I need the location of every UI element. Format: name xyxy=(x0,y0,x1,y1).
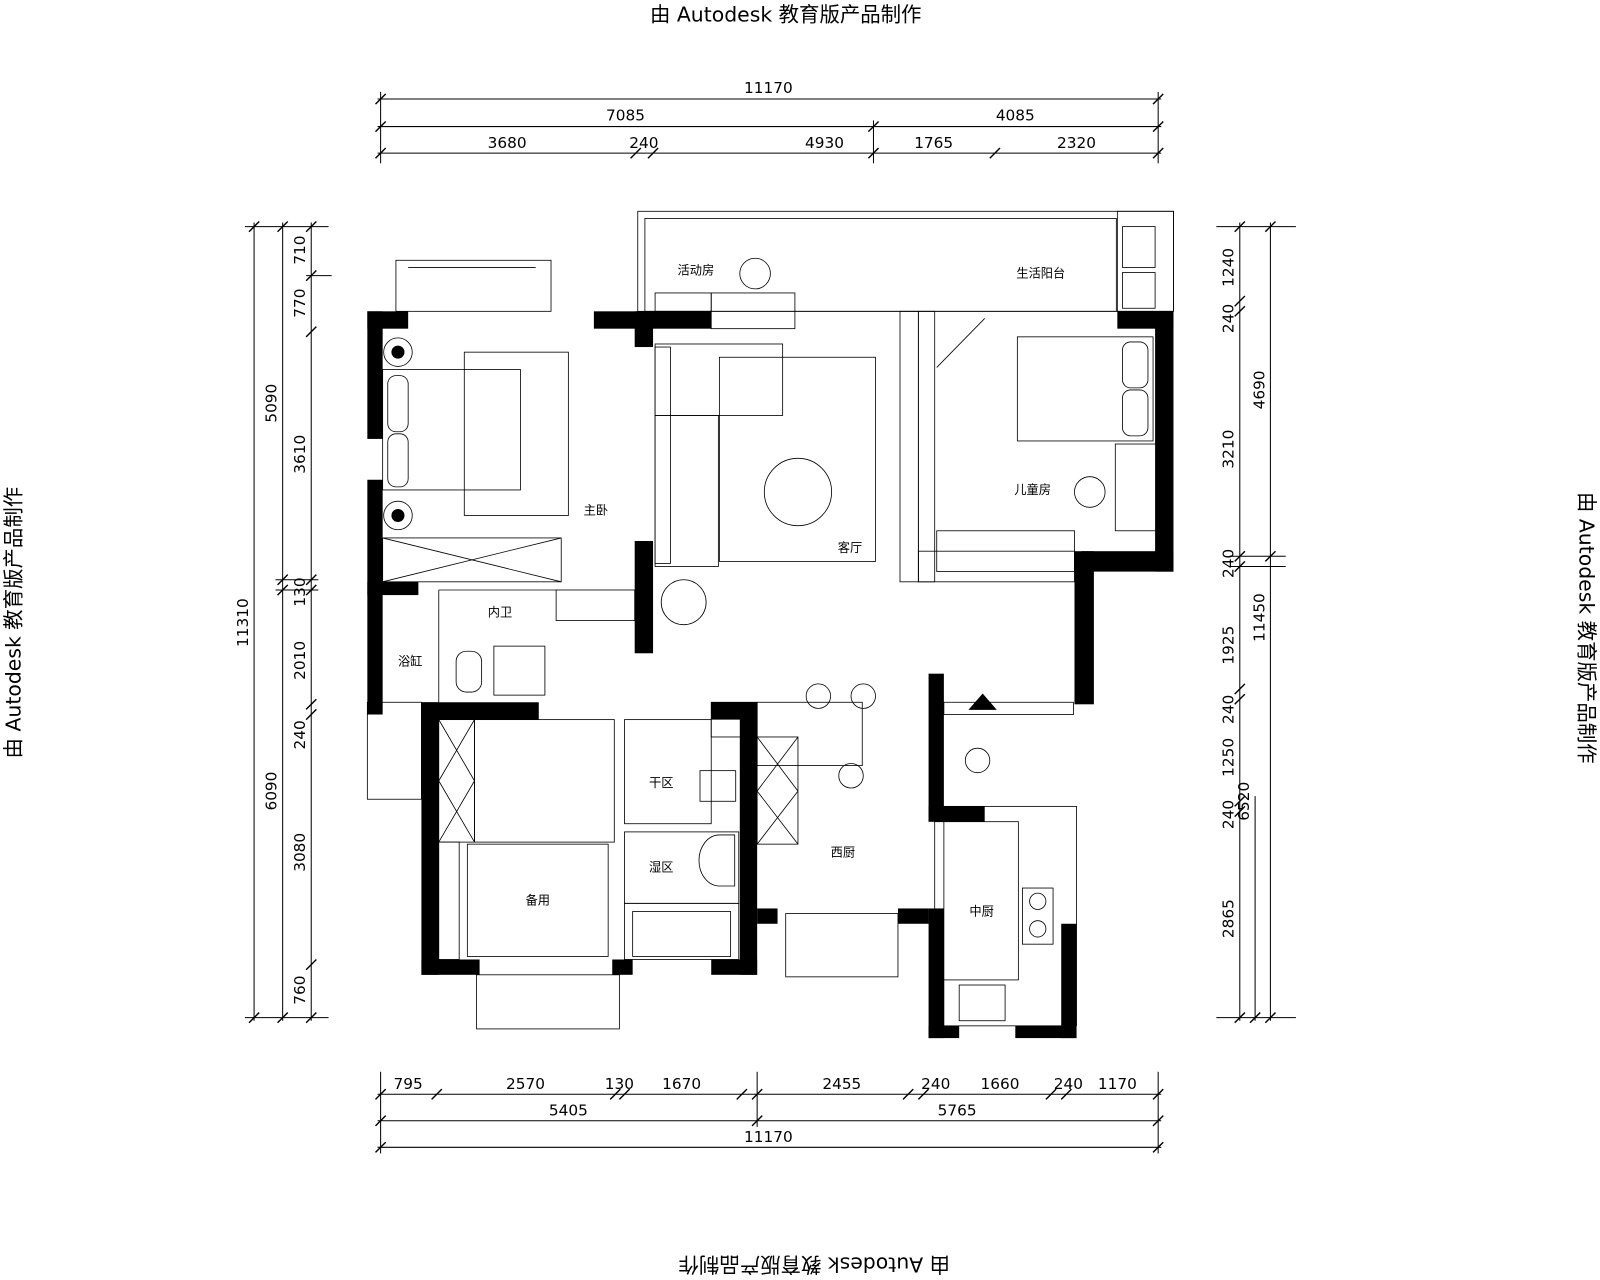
watermark-top: 由 Autodesk 教育版产品制作 xyxy=(650,2,922,26)
dim-label: 240 xyxy=(1220,304,1238,333)
dim-label: 2570 xyxy=(506,1075,545,1093)
dim-label: 770 xyxy=(291,289,309,318)
dim-label: 2320 xyxy=(1057,134,1096,152)
dim-label: 1925 xyxy=(1220,626,1238,665)
dim-label: 7085 xyxy=(606,106,645,124)
dim-label: 3680 xyxy=(488,134,527,152)
thin-outlines xyxy=(366,210,1174,1030)
watermark-left: 由 Autodesk 教育版产品制作 xyxy=(1,487,25,759)
room-label-kids: 儿童房 xyxy=(1014,482,1051,497)
dim-label: 760 xyxy=(291,976,309,1005)
dim-label: 5765 xyxy=(938,1102,977,1120)
sofa xyxy=(654,343,784,416)
dim-label: 795 xyxy=(394,1075,423,1093)
top-dimensions: 11170 7085 4085 3680 240 4930 1765 2320 xyxy=(375,79,1164,164)
dining-table xyxy=(763,457,833,527)
dim-label: 240 xyxy=(1220,800,1238,829)
dim-label: 4690 xyxy=(1250,370,1268,409)
dim-label: 5090 xyxy=(263,384,281,423)
lamp-icon xyxy=(383,337,413,367)
room-label-bathtub: 浴缸 xyxy=(398,654,422,669)
dim-label: 130 xyxy=(291,577,309,606)
dim-label: 240 xyxy=(629,134,658,152)
bottom-dimensions: 795 2570 130 1670 2455 240 1660 240 1170… xyxy=(375,1071,1164,1154)
room-label-chinese-kitchen: 中厨 xyxy=(969,904,993,919)
dim-label: 1250 xyxy=(1220,738,1238,777)
dim-label: 2865 xyxy=(1220,899,1238,938)
walls xyxy=(367,311,1174,1039)
stove xyxy=(1022,887,1054,945)
basin xyxy=(699,770,737,802)
dim-label: 6520 xyxy=(1235,782,1253,821)
dim-label: 4085 xyxy=(996,106,1035,124)
dim-left-total: 11310 xyxy=(234,598,252,647)
furniture xyxy=(382,257,1157,1022)
toilet xyxy=(698,834,736,887)
dim-label: 3610 xyxy=(291,435,309,474)
dim-label: 240 xyxy=(1054,1075,1083,1093)
dim-label: 1170 xyxy=(1098,1075,1137,1093)
toilet xyxy=(455,650,483,693)
dim-right-total: 11450 xyxy=(1250,593,1268,642)
watermark-bottom: 由 Autodesk 教育版产品制作 xyxy=(679,1253,951,1277)
dim-label: 6090 xyxy=(263,772,281,811)
dim-label: 130 xyxy=(605,1075,634,1093)
master-bed xyxy=(382,369,521,491)
dim-bottom-total: 11170 xyxy=(744,1128,793,1146)
entry-arrow-icon xyxy=(968,693,997,710)
dim-label: 710 xyxy=(291,235,309,264)
room-label-master: 主卧 xyxy=(584,503,608,517)
dim-label: 3080 xyxy=(291,833,309,872)
dim-label: 5405 xyxy=(549,1102,588,1120)
room-label-activity: 活动房 xyxy=(678,263,715,278)
room-label-ensuite: 内卫 xyxy=(488,606,512,620)
spare-bed xyxy=(466,843,609,957)
dim-label: 4930 xyxy=(805,134,844,152)
right-dimensions: 1240 240 3210 240 1925 240 1250 240 2865… xyxy=(1216,220,1296,1024)
chair-icon xyxy=(805,683,832,709)
dim-label: 1765 xyxy=(914,134,953,152)
kids-bed xyxy=(1016,336,1154,442)
chair-icon xyxy=(739,257,771,290)
room-labels: 活动房 生活阳台 主卧 客厅 儿童房 内卫 浴缸 干区 湿区 西厨 备用 中厨 xyxy=(398,263,1065,919)
room-label-dry: 干区 xyxy=(649,776,673,790)
person-icon xyxy=(964,747,991,774)
basin xyxy=(493,645,546,696)
room-label-wet: 湿区 xyxy=(649,860,673,875)
dim-label: 240 xyxy=(921,1075,950,1093)
fan-icon xyxy=(660,579,707,626)
dim-label: 240 xyxy=(1220,695,1238,724)
watermark-right: 由 Autodesk 教育版产品制作 xyxy=(1575,492,1599,764)
room-label-living: 客厅 xyxy=(838,540,862,555)
chair-icon xyxy=(850,683,876,709)
dim-label: 2455 xyxy=(822,1075,861,1093)
dim-label: 1670 xyxy=(662,1075,701,1093)
chair-icon xyxy=(1074,476,1106,508)
room-label-balcony: 生活阳台 xyxy=(1016,266,1065,281)
room-label-western-kitchen: 西厨 xyxy=(831,845,855,859)
dim-label: 1660 xyxy=(981,1075,1020,1093)
left-dimensions: 11310 5090 6090 710 770 3610 130 2010 24… xyxy=(234,220,332,1024)
dim-label: 2010 xyxy=(291,641,309,680)
chair-icon xyxy=(838,763,864,789)
room-label-spare: 备用 xyxy=(526,893,550,907)
dim-label: 240 xyxy=(291,720,309,749)
lamp-icon xyxy=(383,500,413,531)
dim-label: 240 xyxy=(1220,549,1238,578)
kitchen-sink xyxy=(958,984,1006,1022)
dim-label: 1240 xyxy=(1220,248,1238,287)
dim-top-total: 11170 xyxy=(744,79,793,97)
dim-label: 3210 xyxy=(1220,430,1238,469)
